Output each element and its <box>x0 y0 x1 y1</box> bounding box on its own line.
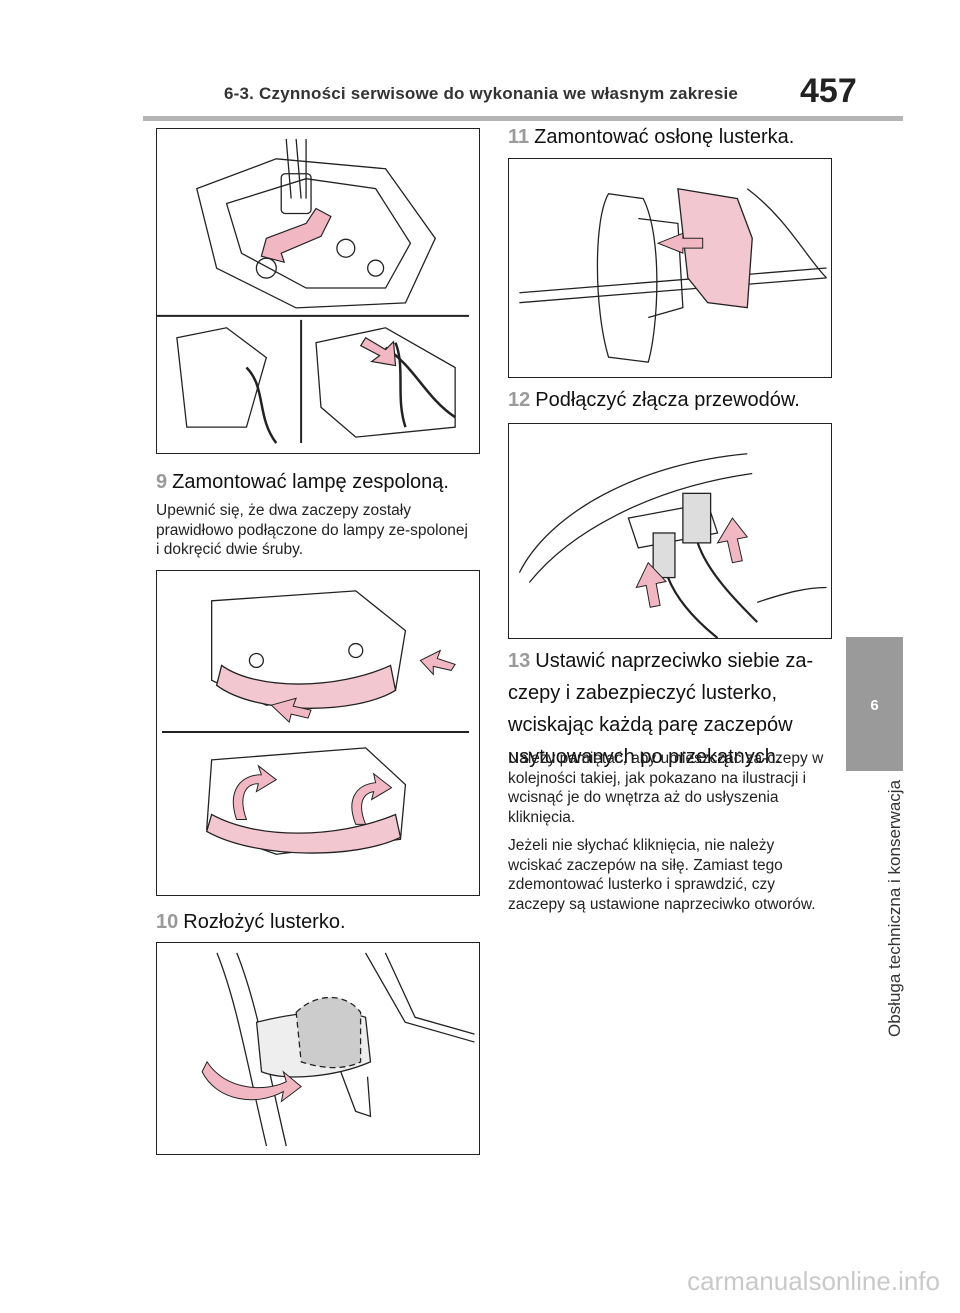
step-9-note: Upewnić się, że dwa zaczepy zostały praw… <box>156 502 468 558</box>
chapter-tab: 6 <box>846 637 903 771</box>
mirror-cover-illustration <box>519 187 828 363</box>
figure-unfold-mirror <box>156 942 480 1155</box>
figure-mirror-cover <box>508 158 832 378</box>
section-title: 6-3. Czynności serwisowe do wykonania we… <box>224 84 739 103</box>
chapter-side-label: Obsługa techniczna i konserwacja <box>885 779 904 1037</box>
figure-combination-lamp <box>156 570 480 896</box>
watermark: carmanualsonline.info <box>687 1266 940 1296</box>
figure-connectors <box>508 423 832 639</box>
chapter-number: 6 <box>870 697 879 714</box>
step-13-note-1: Należy pamiętać, aby umieszczać za-czepy… <box>508 750 824 826</box>
header-rule <box>143 116 903 121</box>
lamp-illustration <box>161 590 470 855</box>
connector-illustration <box>157 138 470 444</box>
figure-connector-detail <box>156 128 480 454</box>
connectors-illustration <box>518 453 827 638</box>
step-13-note-2: Jeżeli nie słychać kliknięcia, nie należ… <box>508 837 816 913</box>
unfold-mirror-illustration <box>201 952 475 1147</box>
page-number: 457 <box>800 72 857 110</box>
